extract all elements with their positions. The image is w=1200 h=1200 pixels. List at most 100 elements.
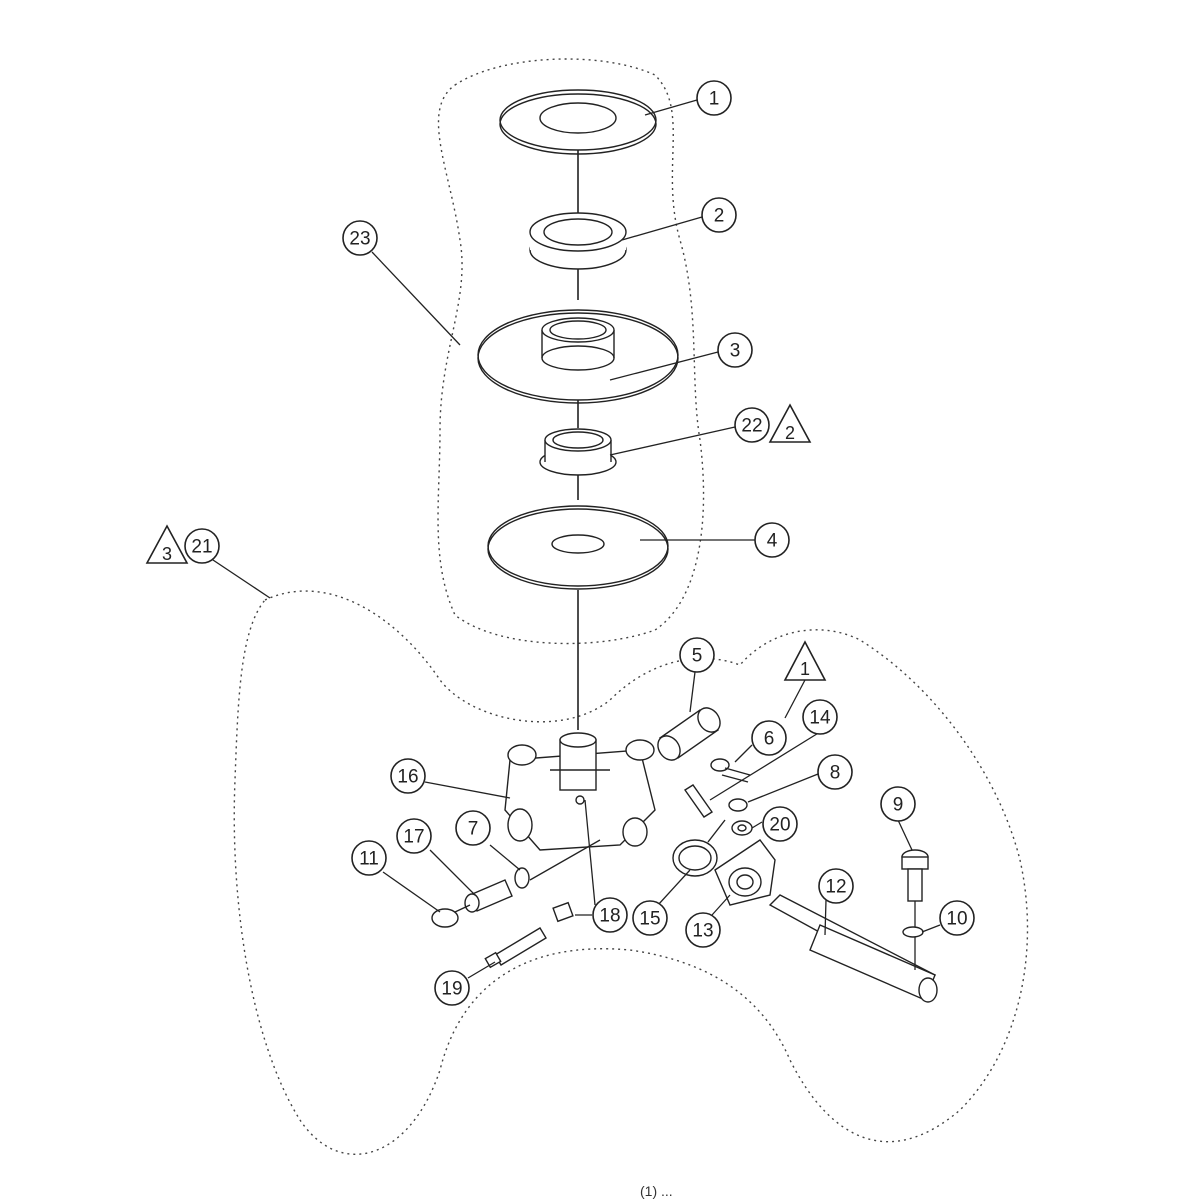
leader-12 [824,899,827,936]
callout-21-label: 21 [191,537,212,558]
leader-9 [897,819,913,851]
leader-7b [529,839,601,881]
callout-4-label: 4 [767,531,778,552]
leader-18b [584,799,596,906]
group-23-boundary [437,58,705,645]
callout-22: 22 [734,407,770,443]
part-6-screw [710,758,751,783]
callout-3-label: 3 [730,341,741,362]
callout-9: 9 [880,786,916,822]
callout-4: 4 [754,522,790,558]
callout-7-label: 7 [468,819,479,840]
leader-8 [747,773,819,803]
callout-1-label: 1 [709,89,720,110]
part-7-washer [514,867,530,889]
part-12-lever [768,894,938,1003]
callout-7: 7 [455,810,491,846]
part-15-spring [672,819,726,877]
leader-16 [424,781,511,799]
part-22-bushing [539,428,617,476]
callout-18: 18 [592,897,628,933]
callout-13: 13 [685,912,721,948]
callout-6: 6 [751,720,787,756]
leader-11 [382,871,441,913]
part-3-disc [477,309,679,404]
leader-14 [709,731,821,801]
revision-triangle-3-label: 3 [162,544,172,564]
leader-17 [429,849,476,896]
leader-2 [621,216,703,241]
callout-19: 19 [434,970,470,1006]
revision-triangle-1-label: 1 [800,659,810,679]
callout-12-label: 12 [825,877,846,898]
callout-16-label: 16 [397,767,418,788]
revision-triangle-3: 3 [145,524,189,564]
callout-17: 17 [396,818,432,854]
part-19-rod [484,927,547,969]
part-11-knob [431,904,471,928]
revision-triangle-2-label: 2 [785,423,795,443]
callout-5-label: 5 [692,646,703,667]
callout-11-label: 11 [359,849,379,870]
callout-8: 8 [817,754,853,790]
callout-10: 10 [939,900,975,936]
leader-21 [209,557,271,599]
callout-14-label: 14 [809,708,831,729]
callout-1: 1 [696,80,732,116]
part-8-nut [728,798,748,812]
leader-10 [921,924,941,933]
leader-23 [371,251,461,346]
callout-2-label: 2 [714,206,725,227]
part-9-bolt [901,849,929,970]
callout-6-label: 6 [764,729,775,750]
part-18-nut [552,901,574,923]
leader-3 [609,351,719,381]
callout-5: 5 [679,637,715,673]
bottom-caption: (1) ... [640,1183,673,1199]
leader-1 [644,99,698,116]
callout-12: 12 [818,868,854,904]
callout-23-label: 23 [349,229,370,250]
leader-13 [711,894,731,916]
part-17-plunger [464,879,513,913]
callout-20-label: 20 [769,815,790,836]
callout-11: 11 [351,840,387,876]
callout-13-label: 13 [692,921,713,942]
part-1-washer [499,89,657,155]
leader-7 [489,844,521,871]
part-10-washer [902,926,924,938]
part-20-washer [731,820,753,836]
leader-6 [734,744,753,763]
callout-10-label: 10 [946,909,967,930]
part-5-sleeve [657,707,721,761]
leader-15 [657,869,691,906]
part-4-disc [487,505,669,590]
callout-20: 20 [762,806,798,842]
callout-15-label: 15 [639,909,660,930]
callout-14: 14 [802,699,838,735]
callout-23: 23 [342,220,378,256]
leader-20 [751,821,763,829]
callout-8-label: 8 [830,763,841,784]
part-16-housing [504,732,656,851]
leader-22 [609,426,736,456]
leader-5 [689,671,696,713]
callout-21: 21 [184,528,220,564]
callout-16: 16 [390,758,426,794]
part-2-bushing [529,212,627,270]
callout-2: 2 [701,197,737,233]
part-13-collar [714,839,776,906]
callout-15: 15 [632,900,668,936]
callout-9-label: 9 [893,795,904,816]
callout-3: 3 [717,332,753,368]
revision-triangle-2: 2 [768,403,812,443]
leader-19 [467,961,496,979]
callout-17-label: 17 [403,827,424,848]
callout-22-label: 22 [741,416,762,437]
leader-t1 [784,679,806,719]
revision-triangle-1: 1 [783,640,827,681]
callout-18-label: 18 [599,906,620,927]
part-14-pin [684,784,713,818]
callout-19-label: 19 [441,979,462,1000]
